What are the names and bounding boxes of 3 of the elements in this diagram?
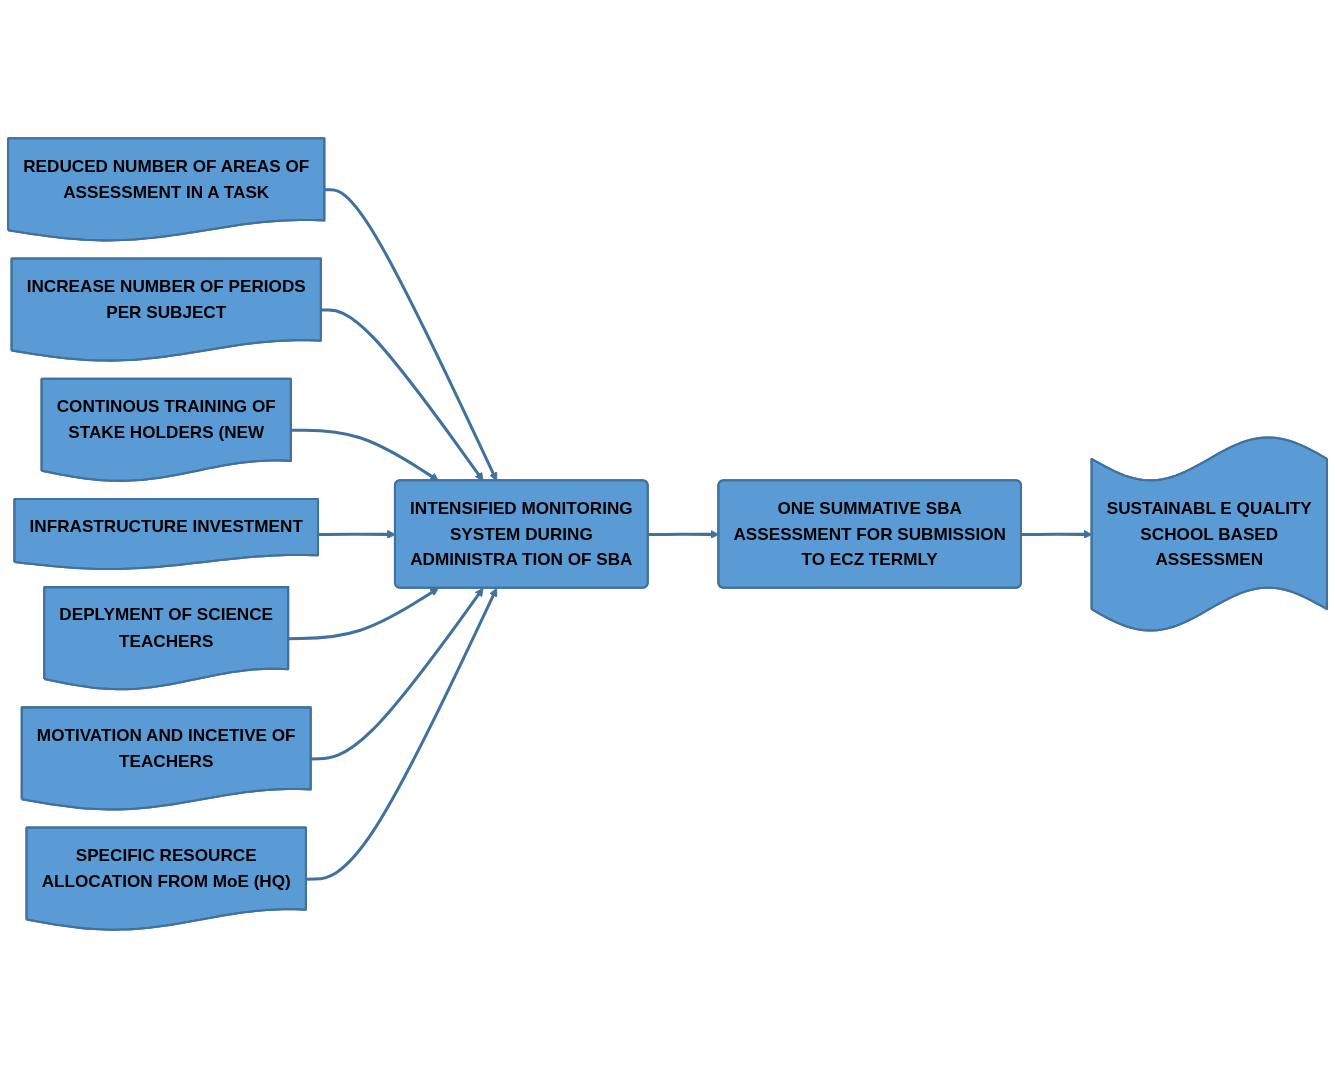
- arrow: [306, 587, 498, 881]
- arrow: [288, 587, 439, 641]
- arrow: [311, 587, 484, 761]
